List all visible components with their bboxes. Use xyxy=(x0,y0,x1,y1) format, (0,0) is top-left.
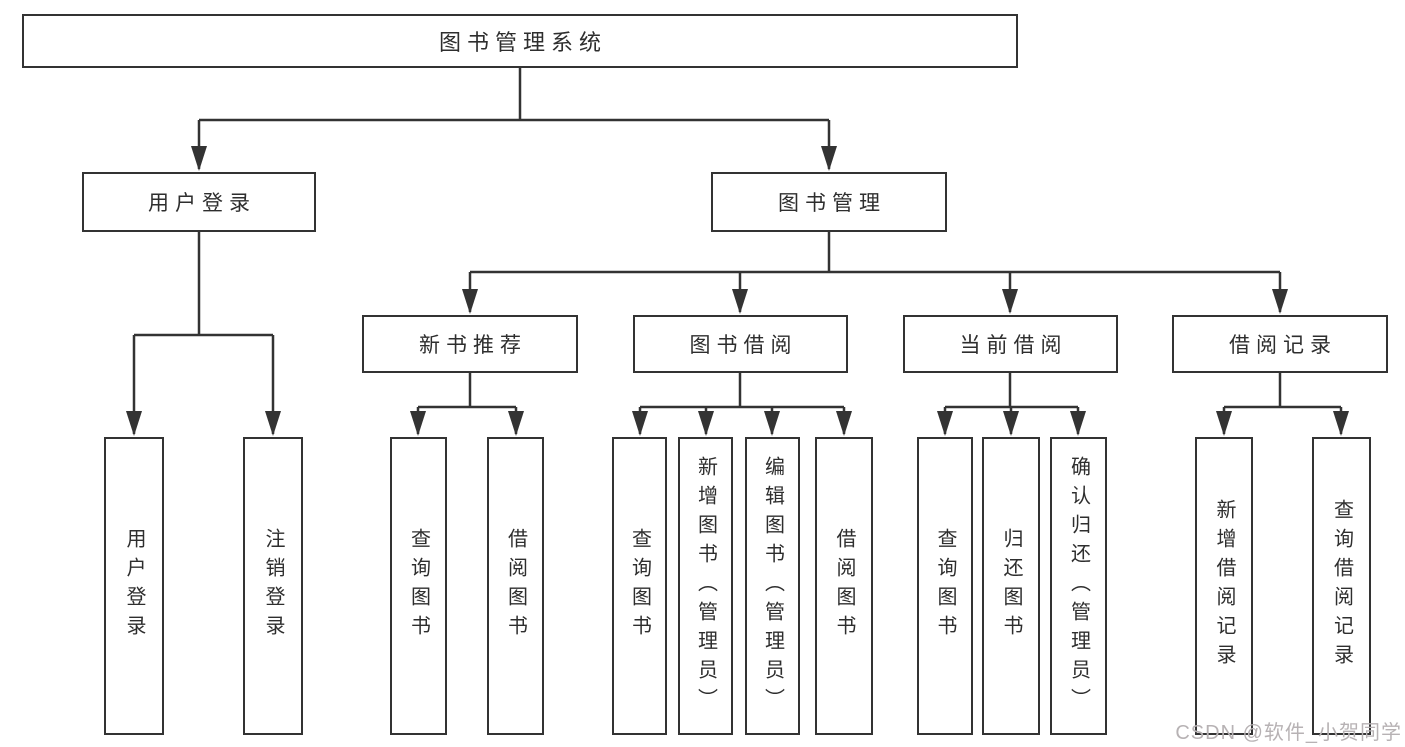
leaf-label: 归还图书 xyxy=(1000,528,1022,644)
arrow-icon xyxy=(410,411,426,436)
arrow-icon xyxy=(1333,411,1349,436)
arrow-icon xyxy=(1216,411,1232,436)
leaf-label: 确认归还（管理员） xyxy=(1067,455,1090,717)
node-borrowing-records: 借阅记录 xyxy=(1172,315,1388,373)
arrow-icon xyxy=(1070,411,1086,436)
leaf-label: 注销登录 xyxy=(262,528,284,644)
node-book-borrowing: 图书借阅 xyxy=(633,315,848,373)
arrow-icon xyxy=(1272,289,1288,314)
connector-root-level1 xyxy=(197,68,831,169)
node-library-management-system: 图书管理系统 xyxy=(22,14,1018,68)
node-book-management: 图书管理 xyxy=(711,172,947,232)
leaf-label: 编辑图书（管理员） xyxy=(761,455,784,717)
leaf-edit-books-admin: 编辑图书（管理员） xyxy=(745,437,800,735)
arrow-icon xyxy=(462,289,478,314)
arrow-icon xyxy=(632,411,648,436)
arrowheads xyxy=(126,146,1349,436)
leaf-user-login: 用户登录 xyxy=(104,437,164,735)
arrow-icon xyxy=(821,146,837,171)
leaf-add-borrow-record: 新增借阅记录 xyxy=(1195,437,1253,735)
csdn-watermark: CSDN @软件_小贺同学 xyxy=(1175,722,1402,744)
leaf-borrow-books: 借阅图书 xyxy=(815,437,873,735)
arrow-icon xyxy=(732,289,748,314)
leaf-label: 新增图书（管理员） xyxy=(694,455,717,717)
connector-bookmgmt-level2 xyxy=(468,232,1282,312)
leaf-return-books: 归还图书 xyxy=(982,437,1040,735)
arrow-icon xyxy=(836,411,852,436)
leaf-query-borrow-record: 查询借阅记录 xyxy=(1312,437,1371,735)
arrow-icon xyxy=(764,411,780,436)
leaf-label: 借阅图书 xyxy=(833,528,855,644)
leaf-query-books-recommend: 查询图书 xyxy=(390,437,447,735)
leaf-query-books-borrow: 查询图书 xyxy=(612,437,667,735)
leaf-borrow-books-recommend: 借阅图书 xyxy=(487,437,544,735)
leaf-label: 查询图书 xyxy=(934,528,956,644)
arrow-icon xyxy=(126,411,142,436)
leaf-confirm-return-admin: 确认归还（管理员） xyxy=(1050,437,1107,735)
leaf-label: 借阅图书 xyxy=(504,528,527,644)
arrow-icon xyxy=(1002,289,1018,314)
arrow-icon xyxy=(1003,411,1019,436)
connector-newbookrec-leaves xyxy=(416,373,518,434)
leaf-label: 用户登录 xyxy=(123,528,145,644)
arrow-icon xyxy=(265,411,281,436)
arrow-icon xyxy=(508,411,524,436)
arrow-icon xyxy=(937,411,953,436)
leaf-add-books-admin: 新增图书（管理员） xyxy=(678,437,733,735)
arrow-icon xyxy=(698,411,714,436)
leaf-label: 查询图书 xyxy=(628,528,651,644)
leaf-query-books-current: 查询图书 xyxy=(917,437,973,735)
node-user-login: 用户登录 xyxy=(82,172,316,232)
connector-borrowrecord-leaves xyxy=(1222,373,1343,434)
leaf-logout: 注销登录 xyxy=(243,437,303,735)
leaf-label: 查询图书 xyxy=(407,528,430,644)
arrow-icon xyxy=(191,146,207,171)
leaf-label: 查询借阅记录 xyxy=(1330,499,1353,673)
leaf-label: 新增借阅记录 xyxy=(1213,499,1235,673)
node-current-borrowing: 当前借阅 xyxy=(903,315,1118,373)
connector-bookborrow-leaves xyxy=(638,373,846,434)
connector-userlogin-leaves xyxy=(132,232,275,434)
node-new-book-recommendation: 新书推荐 xyxy=(362,315,578,373)
